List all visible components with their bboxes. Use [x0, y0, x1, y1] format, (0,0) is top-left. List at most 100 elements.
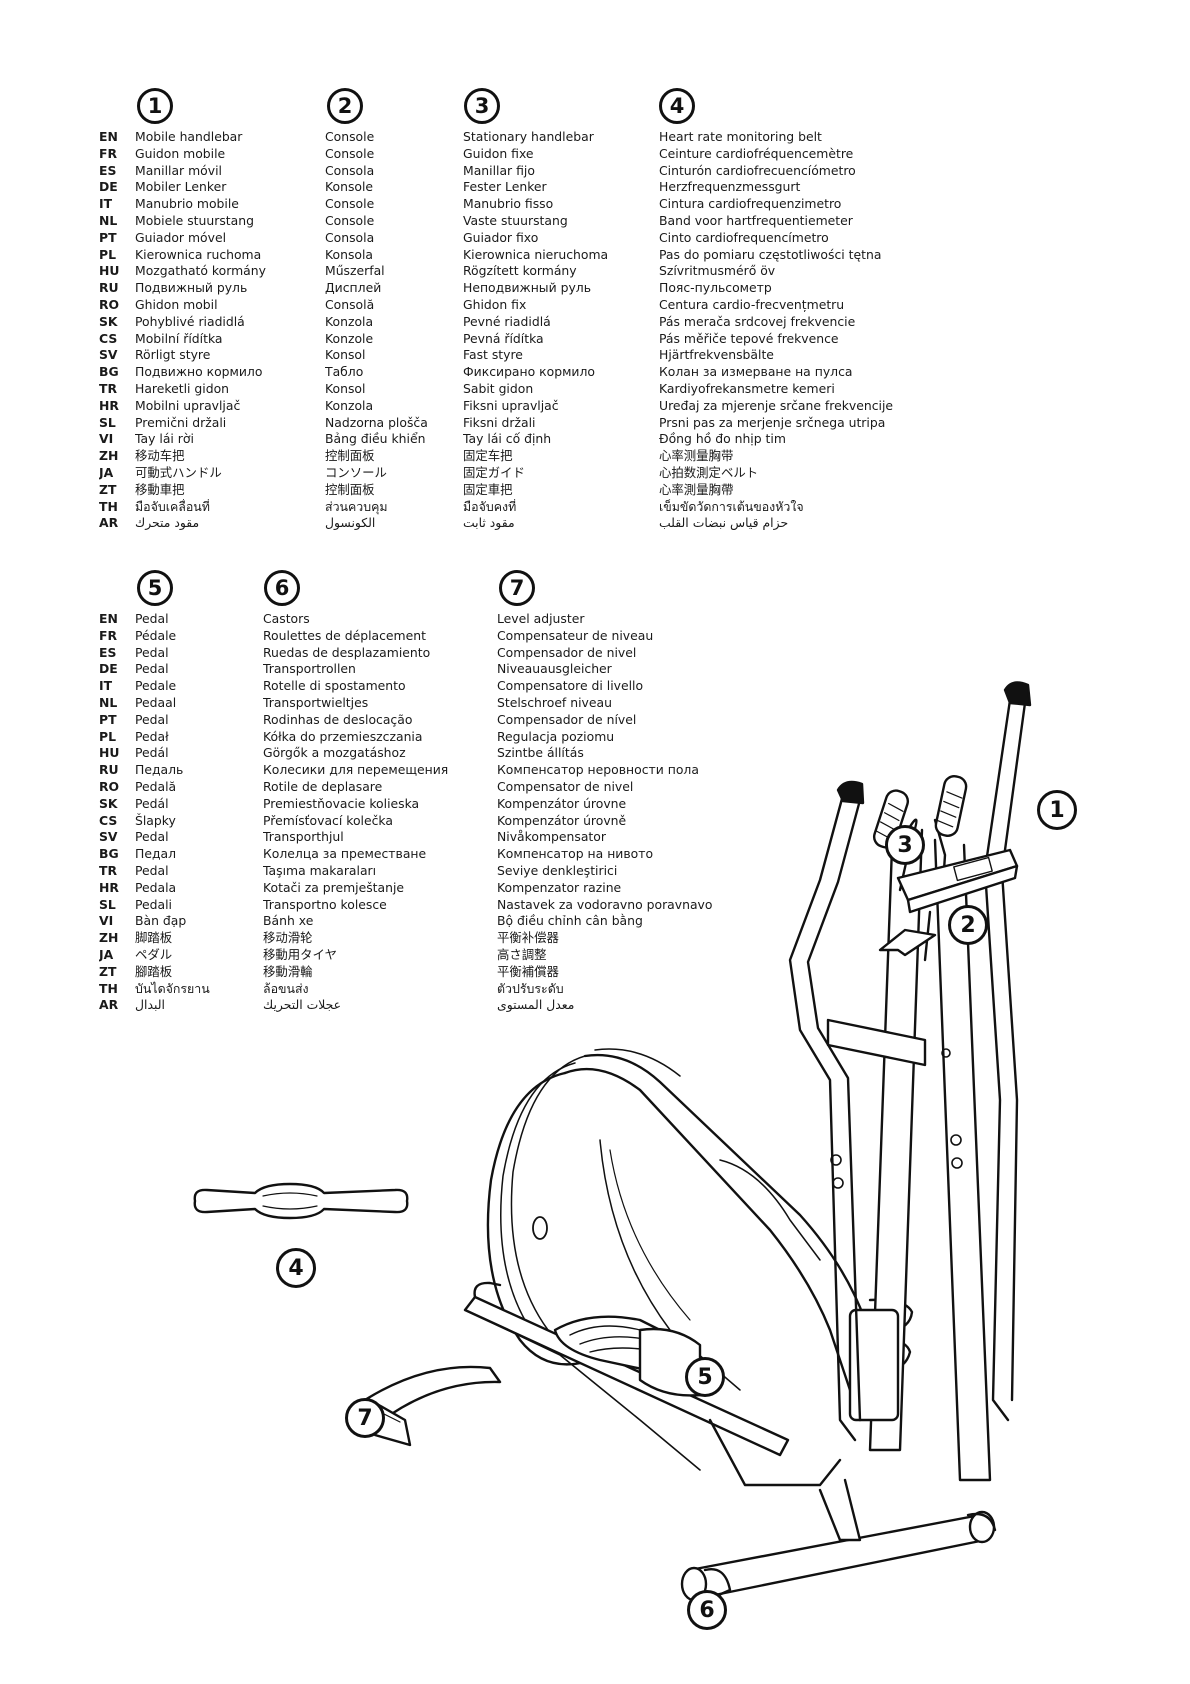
part-name-translation: Transporthjul: [263, 829, 344, 845]
language-code: PL: [99, 246, 116, 262]
part-name-translation: Pedale: [135, 678, 177, 694]
language-code: NL: [99, 212, 118, 228]
part-name-translation: コンソール: [325, 464, 387, 480]
part-name-translation: Szintbe állítás: [497, 745, 584, 761]
part-name-translation: Prsni pas za merjenje srčnega utripa: [659, 414, 886, 430]
language-code: FR: [99, 145, 118, 161]
part-name-translation: Regulacja poziomu: [497, 728, 615, 744]
language-code: TH: [99, 980, 118, 996]
part-name-translation: Pedala: [135, 879, 177, 895]
mobile-handlebar: [788, 681, 1032, 1442]
part-name-translation: Manillar móvil: [135, 162, 222, 178]
language-code: CS: [99, 330, 118, 346]
part-name-translation: Compensador de nivel: [497, 644, 637, 660]
part-name-translation: Stationary handlebar: [463, 129, 594, 144]
callout-1: 1: [1037, 790, 1077, 830]
part-number-7: 7: [499, 570, 535, 606]
part-name-translation: Compensator de nivel: [497, 778, 634, 794]
language-code: JA: [99, 464, 114, 480]
part-name-translation: ペダル: [135, 946, 173, 962]
part-name-translation: Konsol: [325, 347, 366, 363]
part-name-translation: Compensatore di livello: [497, 678, 644, 694]
part-name-translation: Konsola: [325, 246, 374, 262]
part-name-translation: Pas do pomiaru częstotliwości tętna: [659, 246, 882, 262]
part-name-translation: Szívritmusmérő öv: [659, 263, 776, 279]
part-name-translation: มือจับคงที่: [463, 498, 517, 514]
language-code: HU: [99, 263, 120, 279]
part-name-translation: Ghidon mobil: [135, 296, 218, 312]
part-name-translation: Centura cardio-frecvențmetru: [659, 296, 845, 312]
part-name-translation: Nastavek za vodoravno poravnavo: [497, 896, 713, 912]
language-code: PT: [99, 229, 117, 245]
part-name-translation: عجلات التحريك: [263, 997, 342, 1013]
part-name-translation: Bàn đạp: [135, 913, 187, 929]
part-name-translation: ตัวปรับระดับ: [497, 980, 564, 996]
part-name-translation: Подвижно кормило: [135, 364, 263, 380]
part-name-translation: ส่วนควบคุม: [325, 498, 388, 514]
language-code: TH: [99, 498, 118, 514]
part-name-translation: 移動用タイヤ: [263, 946, 337, 962]
part-name-translation: Rotile de deplasare: [263, 778, 383, 794]
part-name-translation: Transportno kolesce: [263, 896, 387, 912]
part-name-translation: Manillar fijo: [463, 162, 535, 178]
part-name-translation: Premiestňovacie kolieska: [263, 795, 420, 811]
part-name-translation: Mobilní řídítka: [135, 330, 223, 346]
part-name-translation: Guiador móvel: [135, 229, 227, 245]
part-name-translation: Transportrollen: [263, 661, 356, 677]
part-number-3: 3: [464, 88, 500, 124]
part-name-translation: Pedál: [135, 745, 169, 761]
part-name-translation: الكونسول: [325, 515, 376, 531]
language-code: EN: [99, 129, 118, 144]
language-code: ZH: [99, 930, 119, 946]
language-code: RU: [99, 280, 119, 296]
part-name-translation: 平衡补偿器: [497, 930, 559, 946]
part-name-translation: Tay lái cố định: [463, 431, 552, 447]
part-number-5: 5: [137, 570, 173, 606]
part-name-translation: Fiksni držali: [463, 414, 536, 430]
part-name-translation: Console: [325, 145, 375, 161]
part-name-translation: Rotelle di spostamento: [263, 678, 406, 694]
part-name-translation: Console: [325, 196, 375, 212]
part-name-translation: Cinto cardiofrequencímetro: [659, 229, 829, 245]
part-name-translation: Tay lái rời: [135, 431, 194, 447]
part-name-translation: Castors: [263, 611, 310, 626]
part-name-translation: Fester Lenker: [463, 179, 547, 195]
part-name-translation: Педал: [135, 846, 177, 862]
part-name-translation: 移动车把: [135, 448, 185, 464]
part-name-translation: 固定车把: [463, 448, 513, 464]
language-code: BG: [99, 846, 119, 862]
language-code: SV: [99, 829, 118, 845]
part-name-translation: Bộ điều chỉnh cân bằng: [497, 913, 643, 929]
part-name-translation: Konzola: [325, 397, 374, 413]
front-upright: [826, 818, 992, 1482]
part-name-translation: มือจับเคลื่อนที่: [135, 498, 210, 514]
part-name-translation: Cintura cardiofrequenzimetro: [659, 196, 842, 212]
part-name-translation: Consola: [325, 229, 375, 245]
language-code: VI: [99, 913, 114, 929]
part-name-translation: Колан за измерване на пулса: [659, 364, 853, 380]
part-name-translation: Kompenzátor úrovne: [497, 795, 627, 811]
part-name-translation: Konzole: [325, 330, 374, 346]
part-name-translation: 固定ガイド: [463, 464, 525, 480]
language-code: ES: [99, 162, 117, 178]
language-code: SK: [99, 795, 118, 811]
language-code: JA: [99, 946, 114, 962]
part-name-translation: 心率测量胸带: [659, 448, 734, 464]
part-name-translation: Konsole: [325, 179, 374, 195]
part-name-translation: Mobiler Lenker: [135, 179, 227, 195]
part-name-translation: Rodinhas de deslocação: [263, 711, 413, 727]
language-code: DE: [99, 179, 118, 195]
part-name-translation: حزام قياس نبضات القلب: [659, 515, 789, 531]
part-name-translation: Pás měřiče tepové frekvence: [659, 330, 839, 346]
part-name-translation: Manubrio mobile: [135, 196, 239, 212]
part-name-translation: Pedał: [135, 728, 169, 744]
language-code: RU: [99, 762, 119, 778]
part-name-translation: Компенсатор на нивото: [497, 846, 654, 862]
part-name-translation: เข็มขัดวัดการเต้นของหัวใจ: [659, 498, 804, 514]
part-name-translation: Дисплей: [325, 280, 382, 296]
part-name-translation: Niveauausgleicher: [497, 661, 612, 677]
callout-3: 3: [885, 825, 925, 865]
